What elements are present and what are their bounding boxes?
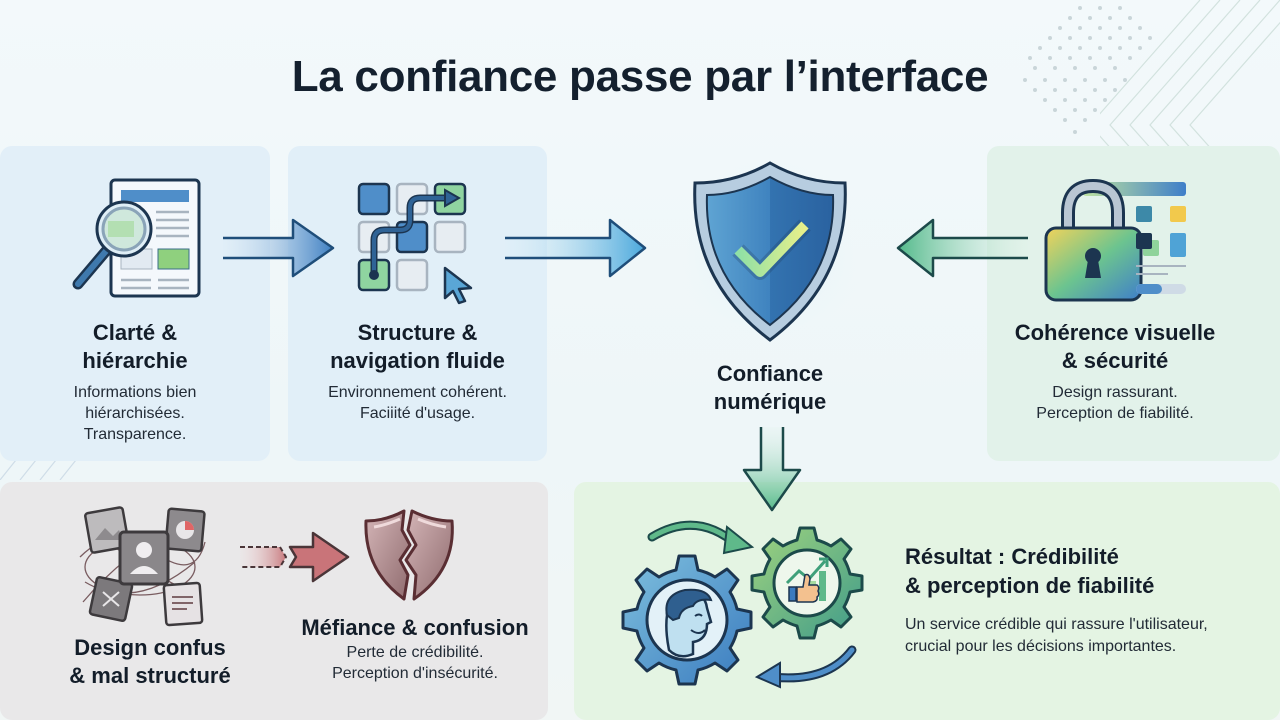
page-title: La confiance passe par l’interface — [291, 52, 989, 101]
clarity-heading-line2: hiérarchie — [82, 348, 188, 373]
clarity-heading: Clarté & hiérarchie — [20, 319, 250, 375]
broken-shield-icon — [364, 509, 454, 601]
coherence-desc-line1: Design rassurant. — [1052, 384, 1178, 401]
result-desc-line1: Un service crédible qui rassure l'utilis… — [905, 616, 1208, 633]
result-description: Un service crédible qui rassure l'utilis… — [905, 614, 1265, 658]
structure-heading-line1: Structure & — [357, 320, 478, 345]
center-heading-line2: numérique — [713, 389, 827, 414]
coherence-heading: Cohérence visuelle & sécurité — [995, 319, 1235, 375]
card-coherence — [987, 146, 1280, 461]
structure-desc-line2: Faciiité d'usage. — [359, 405, 476, 422]
dashed-arrow-right-icon — [240, 531, 350, 583]
distrust-desc-line1: Perte de crédibilité. — [346, 644, 484, 661]
center-heading: Confiance numérique — [670, 360, 870, 416]
coherence-description: Design rassurant. Perception de fiabilit… — [995, 382, 1235, 424]
grid-path-cursor-icon — [357, 182, 473, 305]
chaotic-cards-icon — [79, 506, 206, 627]
gears-user-growth-icon — [621, 520, 864, 689]
arrow-right-icon — [223, 218, 335, 278]
arrow-right-icon — [505, 218, 647, 278]
result-heading-line1: Résultat : Crédibilité — [905, 544, 1119, 569]
structure-description: Environnement cohérent. Faciiité d'usage… — [295, 382, 540, 424]
distrust-heading: Méfiance & confusion — [301, 615, 529, 640]
coherence-heading-line1: Cohérence visuelle — [1014, 320, 1216, 345]
clarity-desc-line3: Transparence. — [83, 426, 187, 443]
distrust-desc-line2: Perception d'insécurité. — [332, 665, 498, 682]
bad-design-heading-line1: Design confus — [74, 635, 226, 660]
structure-heading: Structure & navigation fluide — [295, 319, 540, 375]
bad-design-heading-line2: & mal structuré — [69, 663, 231, 688]
bad-design-heading: Design confus & mal structuré — [35, 634, 265, 690]
document-magnifier-icon — [72, 178, 201, 298]
shield-check-icon — [680, 155, 860, 345]
structure-desc-line1: Environnement cohérent. — [328, 384, 507, 401]
clarity-desc-line2: hiérarchisées. — [85, 405, 185, 422]
coherence-heading-line2: & sécurité — [1061, 348, 1169, 373]
clarity-description: Informations bien hiérarchisées. Transpa… — [20, 382, 250, 445]
arrow-down-icon — [742, 427, 802, 512]
coherence-desc-line2: Perception de fiabilité. — [1036, 405, 1194, 422]
distrust-description: Perte de crédibilité. Perception d'inséc… — [290, 642, 540, 684]
arrow-left-icon — [896, 218, 1028, 278]
structure-heading-line2: navigation fluide — [330, 348, 505, 373]
clarity-heading-line1: Clarté & — [92, 320, 178, 345]
result-heading: Résultat : Crédibilité & perception de f… — [905, 542, 1265, 600]
result-heading-line2: & perception de fiabilité — [905, 573, 1155, 598]
center-heading-line1: Confiance — [716, 361, 824, 386]
padlock-ui-icon — [1044, 178, 1186, 302]
clarity-desc-line1: Informations bien — [73, 384, 197, 401]
result-desc-line2: crucial pour les décisions importantes. — [905, 638, 1177, 655]
